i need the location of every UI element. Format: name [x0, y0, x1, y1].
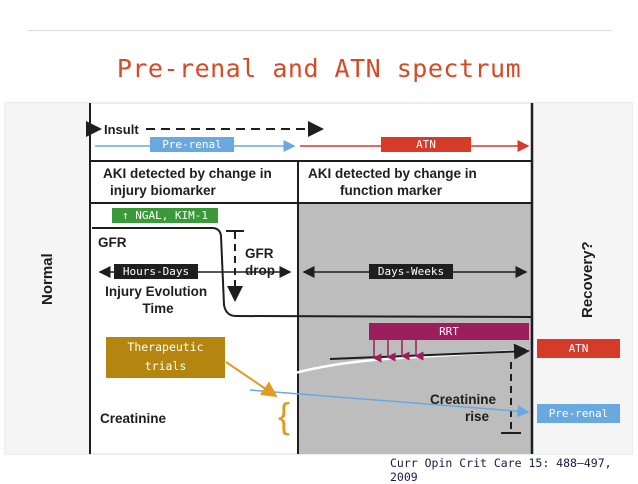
hours-days-tag: Hours-Days — [114, 264, 198, 279]
normal-band — [5, 103, 90, 454]
creatinine-label: Creatinine — [100, 411, 167, 426]
rrt-bar: RRT — [369, 323, 529, 340]
injury-evolution-label: Injury Evolution Time — [105, 284, 211, 316]
right-header: AKI detected by change in function marke… — [308, 166, 481, 198]
atn-tag: ATN — [381, 137, 471, 152]
brace-icon: { — [278, 395, 290, 436]
top-divider — [27, 30, 612, 31]
days-weeks-tag: Days-Weeks — [369, 264, 453, 279]
outcome-prerenal-tag: Pre-renal — [537, 404, 620, 423]
insult-label: Insult — [104, 122, 139, 137]
biomarker-tag: ↑ NGAL, KIM-1 — [112, 208, 218, 223]
creatinine-rise-label: Creatinine rise — [430, 392, 500, 424]
recovery-axis-label: Recovery? — [579, 241, 596, 318]
gfr-label: GFR — [98, 235, 127, 250]
left-header: AKI detected by change in injury biomark… — [103, 166, 276, 198]
prerenal-tag: Pre-renal — [150, 137, 234, 152]
therapeutic-arrow — [225, 361, 278, 398]
therapeutic-line-2: and/or urine index — [123, 378, 208, 411]
reference-citation: Curr Opin Crit Care 15: 488–497, 2009 — [390, 456, 612, 484]
therapeutic-line-1: Therapeutic trials — [127, 340, 204, 373]
slide-title: Pre-renal and ATN spectrum — [116, 54, 522, 83]
creatinine-atn-arrow — [329, 343, 530, 360]
prerenal-outcome-arrow — [249, 389, 530, 418]
therapeutic-box: Therapeutic trials and/or urine index — [106, 337, 225, 411]
recovery-band — [532, 103, 632, 454]
outcome-atn-tag: ATN — [537, 339, 620, 358]
normal-axis-label: Normal — [39, 253, 56, 305]
